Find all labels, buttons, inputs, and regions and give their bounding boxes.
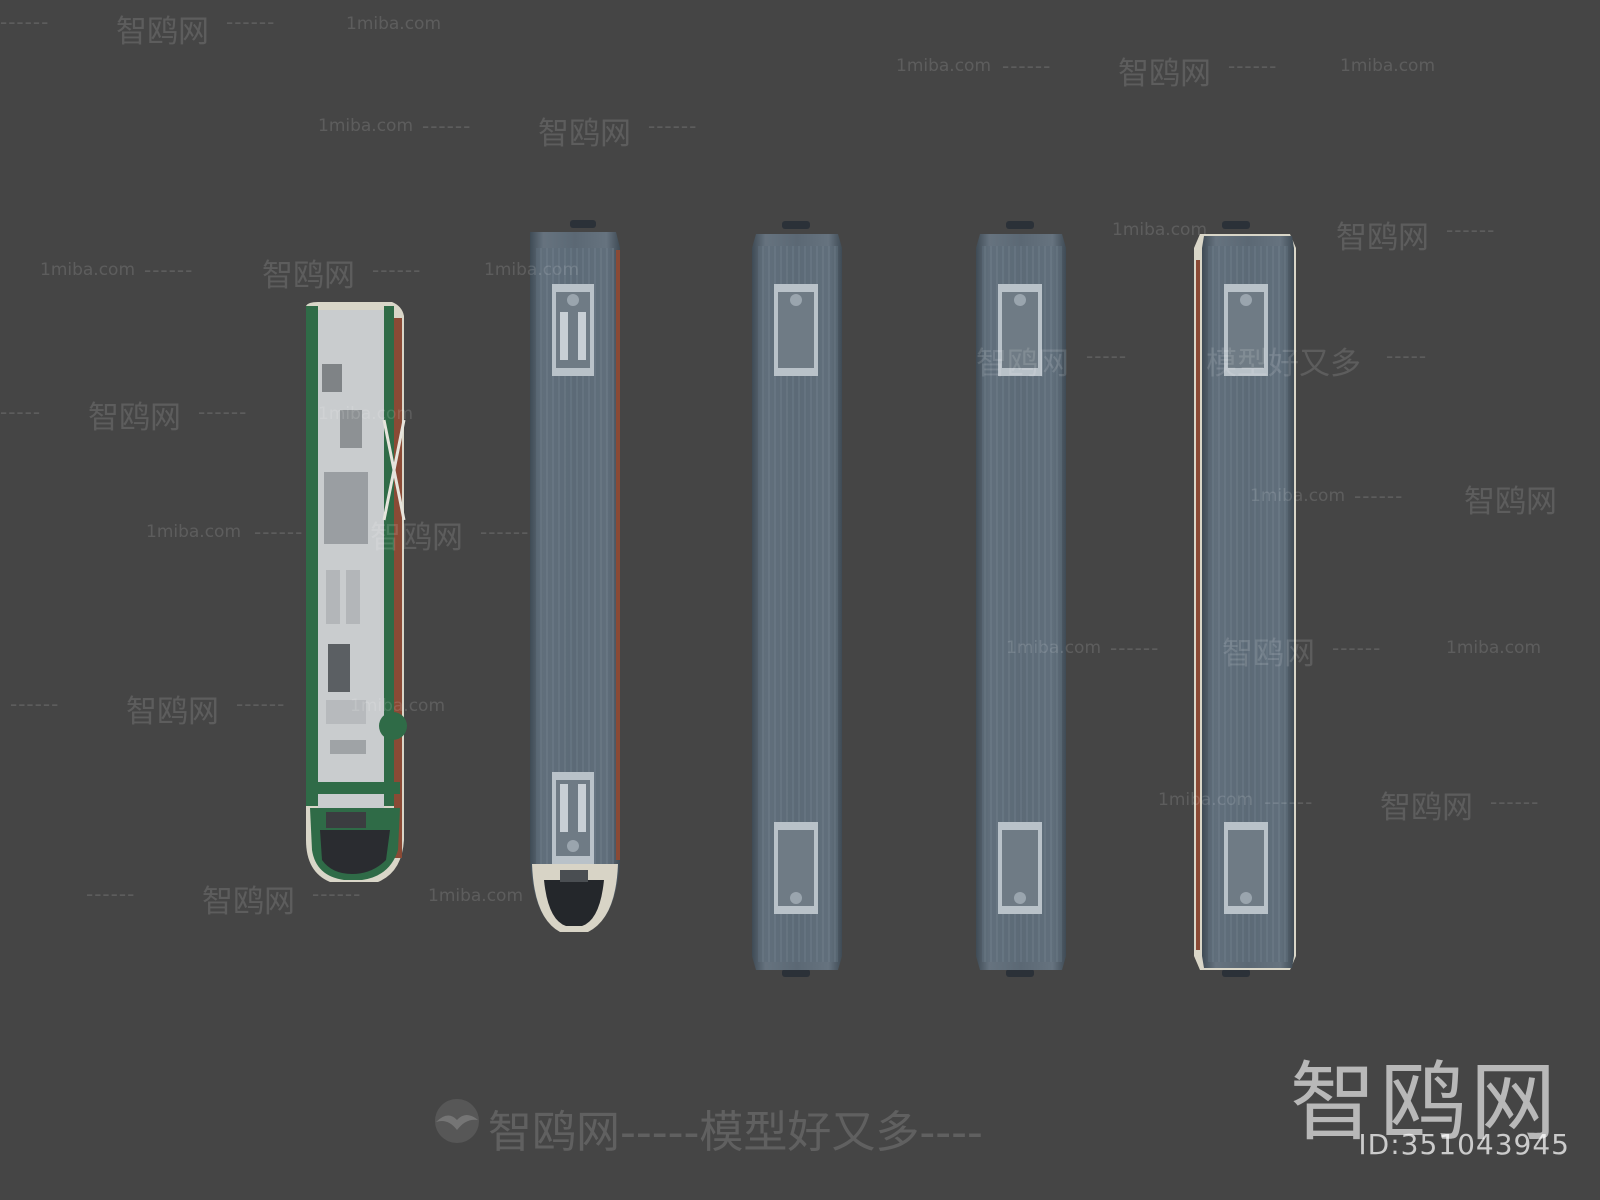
- watermark-brand: 智鸥网: [88, 400, 181, 436]
- watermark-dash: ------: [10, 692, 60, 716]
- watermark-dash: ------: [226, 10, 276, 34]
- watermark-site: 1miba.com: [1250, 486, 1346, 506]
- watermark-dash: ------: [422, 114, 472, 138]
- watermark-dash: ------: [1002, 54, 1052, 78]
- watermark-dash: ------: [1332, 636, 1382, 660]
- cab-car-green: [306, 302, 407, 882]
- watermark-dash: ------: [86, 882, 136, 906]
- watermark-dash: ------: [236, 692, 286, 716]
- watermark-site: 1miba.com: [1340, 56, 1436, 76]
- intermediate-car-2: [976, 221, 1066, 977]
- watermark-dash: ------: [1264, 790, 1314, 814]
- watermark-dash: ------: [1446, 218, 1496, 242]
- hvac-unit: [552, 284, 594, 376]
- watermark-dash: ------: [372, 258, 422, 282]
- watermark-site: 1miba.com: [346, 14, 442, 34]
- watermark-brand: 智鸥网: [202, 884, 295, 920]
- watermark-site: 1miba.com: [318, 116, 414, 136]
- watermark-brand: 智鸥网: [262, 258, 355, 294]
- watermark-site: 1miba.com: [350, 696, 446, 716]
- id-label: ID:351043945: [1358, 1128, 1570, 1161]
- watermark-site: 1miba.com: [484, 260, 580, 280]
- watermark-site: 1miba.com: [1158, 790, 1254, 810]
- watermark-slogan: 模型好又多: [1206, 346, 1361, 382]
- watermark-dash: -----: [1086, 344, 1128, 368]
- watermark-brand: 智鸥网: [1222, 636, 1315, 672]
- watermark-dash: ------: [648, 114, 698, 138]
- watermark-site: 1miba.com: [896, 56, 992, 76]
- brand-logo: 智鸥网: [1290, 1053, 1560, 1153]
- intermediate-car-3: [1194, 221, 1296, 977]
- bottom-brand: 智鸥网: [488, 1107, 620, 1158]
- watermark-brand: 智鸥网: [976, 346, 1069, 382]
- seagull-icon: [435, 1099, 479, 1143]
- watermark-dash: ------: [312, 882, 362, 906]
- watermark-dash: -----: [0, 400, 42, 424]
- watermark-site: 1miba.com: [1006, 638, 1102, 658]
- watermark-brand: 智鸥网: [116, 14, 209, 50]
- watermark-site: 1miba.com: [1446, 638, 1542, 658]
- watermark-dash: ------: [0, 10, 50, 34]
- watermark-site: 1miba.com: [1112, 220, 1208, 240]
- watermark-dash: ------: [1490, 790, 1540, 814]
- watermark-dash: ------: [1228, 54, 1278, 78]
- watermark-site: 1miba.com: [40, 260, 136, 280]
- watermark-site: 1miba.com: [428, 886, 524, 906]
- bottom-dash: -----: [620, 1107, 700, 1158]
- watermark-site: 1miba.com: [146, 522, 242, 542]
- watermark-dash: ------: [1110, 636, 1160, 660]
- watermark-dash: ------: [1354, 484, 1404, 508]
- watermark-brand: 智鸥网: [538, 116, 631, 152]
- watermark-brand: 智鸥网: [1118, 56, 1211, 92]
- watermark-dash: ------: [254, 520, 304, 544]
- watermark-brand: 智鸥网: [370, 520, 463, 556]
- watermark-brand: 智鸥网: [126, 694, 219, 730]
- watermark-brand: 智鸥网: [1336, 220, 1429, 256]
- bottom-dash-end: ----: [919, 1107, 983, 1158]
- bottom-slogan: 智鸥网-----模型好又多----: [488, 1096, 983, 1160]
- watermark-brand: 智鸥网: [1380, 790, 1473, 826]
- hvac-unit: [552, 772, 594, 864]
- cab-car-grey: [530, 220, 620, 932]
- bottom-slogan-text: 模型好又多: [699, 1107, 920, 1158]
- watermark-brand: 智鸥网: [1464, 484, 1557, 520]
- watermark-site: 1miba.com: [318, 404, 414, 424]
- watermark-dash: ------: [144, 258, 194, 282]
- intermediate-car-1: [752, 221, 842, 977]
- watermark-dash: ------: [480, 520, 530, 544]
- watermark-dash: ------: [198, 400, 248, 424]
- watermark-dash: -----: [1386, 344, 1428, 368]
